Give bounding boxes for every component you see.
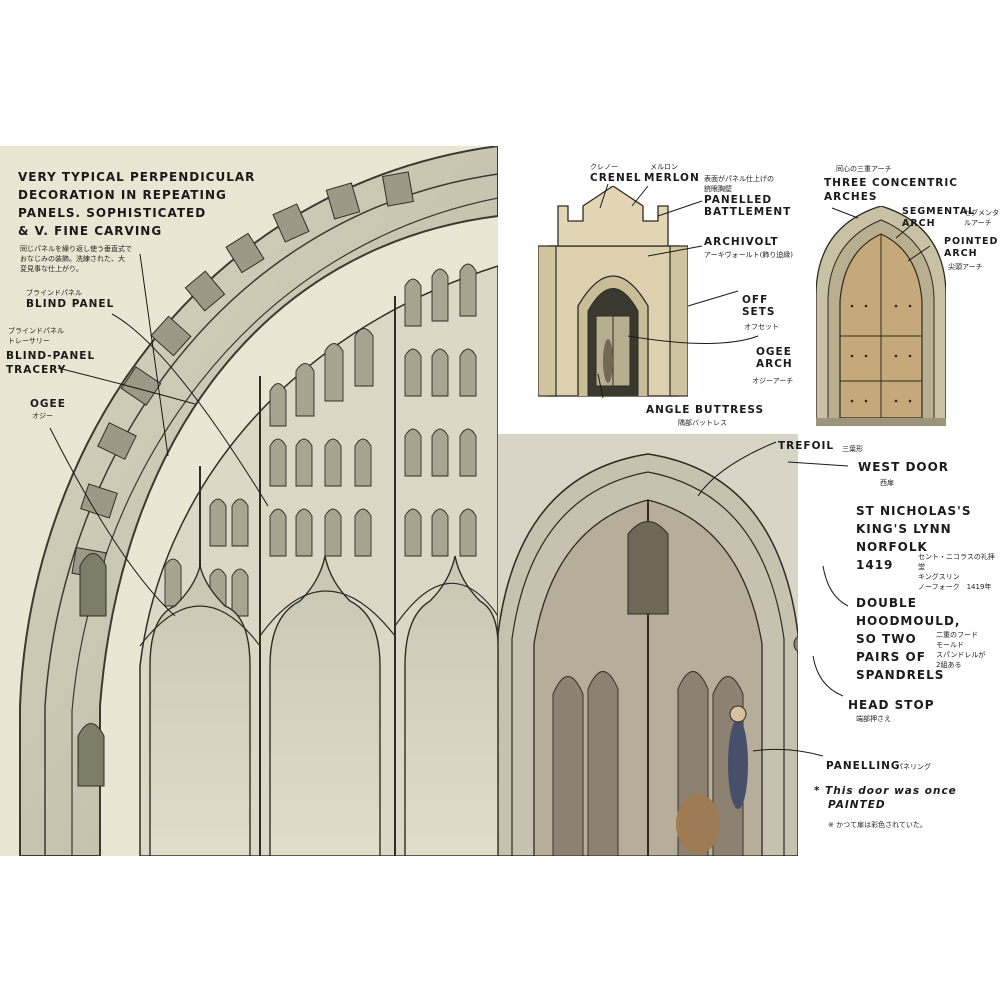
trefoil-jp: 三葉形: [842, 445, 863, 453]
pointed-label-line: ARCH: [944, 248, 978, 259]
hoodmould-line: PAIRS OF: [856, 650, 926, 664]
angle-buttress-label: ANGLE BUTTRESS: [646, 404, 765, 416]
painted-note-jp: ※ かつて扉は彩色されていた。: [828, 821, 927, 829]
tracery-jp-line: トレーサリー: [8, 337, 50, 345]
merlon-label: MERLON: [644, 172, 700, 184]
panelled-label-line: BATTLEMENT: [704, 206, 792, 218]
angle-buttress-jp: 隅部バットレス: [678, 419, 727, 427]
concentric-jp: 同心の三重アーチ: [836, 165, 892, 173]
ogee-label: OGEE: [30, 398, 66, 410]
tracery-arch-drawing: [0, 146, 498, 856]
west-door-drawing: [498, 434, 798, 856]
segmental-jp-line: セグメンタ: [964, 209, 999, 217]
archivolt-jp: アーキヴォールト(飾り迫縁): [704, 251, 794, 259]
tracery-jp-line: ブラインドパネル: [8, 327, 64, 335]
merlon-jp: メルロン: [650, 163, 678, 171]
ogee-jp: オジー: [32, 412, 53, 420]
location-line: NORFOLK: [856, 540, 928, 554]
book-spread: VERY TYPICAL PERPENDICULAR DECORATION IN…: [0, 146, 1000, 856]
panelling-label: PANELLING: [826, 760, 901, 772]
location-line: ST NICHOLAS'S: [856, 504, 972, 518]
location-jp-line: ノーフォーク 1419年: [918, 583, 992, 591]
location-jp-line: セント・ニコラスの礼拝堂: [918, 553, 995, 571]
pointed-label: POINTED ARCH: [944, 236, 998, 260]
hoodmould-line: SO TWO: [856, 632, 917, 646]
location-jp-line: キングスリン: [918, 573, 960, 581]
concentric-label-line: ARCHES: [824, 191, 878, 203]
main-note-line: PANELS. SOPHISTICATED: [18, 206, 207, 220]
pointed-jp: 尖頭アーチ: [948, 263, 983, 271]
location-jp: セント・ニコラスの礼拝堂 キングスリン ノーフォーク 1419年: [918, 552, 1000, 592]
ogee-arch-label-line: ARCH: [756, 358, 793, 370]
head-stop-jp: 端部押さえ: [856, 715, 891, 723]
small-door-drawing: [816, 206, 946, 426]
hoodmould-jp-line: モールド: [936, 641, 964, 649]
hoodmould-jp: 二重のフード モールド スパンドレルが 2組ある: [936, 630, 985, 670]
segmental-label-line: ARCH: [902, 218, 936, 229]
main-note: VERY TYPICAL PERPENDICULAR DECORATION IN…: [18, 168, 258, 240]
blind-panel-label: BLIND PANEL: [26, 298, 115, 310]
left-page-illustration: VERY TYPICAL PERPENDICULAR DECORATION IN…: [0, 146, 498, 856]
panelled-label: PANELLED BATTLEMENT: [704, 194, 791, 218]
panelled-label-line: PANELLED: [704, 194, 773, 206]
panelled-jp: 表面がパネル仕上げの 銃眼胸壁: [704, 174, 774, 194]
concentric-label-line: THREE CONCENTRIC: [824, 177, 958, 189]
location-line: KING'S LYNN: [856, 522, 952, 536]
ogee-arch-label: OGEE ARCH: [756, 346, 793, 370]
painted-note: * This door was once PAINTED: [814, 784, 957, 812]
segmental-label-line: SEGMENTAL: [902, 206, 976, 217]
panelled-jp-line: 表面がパネル仕上げの: [704, 175, 774, 183]
offsets-jp: オフセット: [744, 323, 779, 331]
tracery-label-line: BLIND-PANEL: [6, 350, 96, 362]
trefoil-label: TREFOIL: [778, 440, 835, 452]
ogee-arch-label-line: OGEE: [756, 346, 792, 358]
offsets-label-line: OFF: [742, 294, 769, 306]
hoodmould-jp-line: 2組ある: [936, 661, 962, 669]
crenel-jp: クレノー: [590, 163, 618, 171]
pointed-label-line: POINTED: [944, 236, 999, 247]
tracery-jp: ブラインドパネル トレーサリー: [8, 326, 64, 346]
main-note-line: VERY TYPICAL PERPENDICULAR: [18, 170, 256, 184]
ogee-arch-jp: オジーアーチ: [752, 377, 794, 385]
tracery-label: BLIND-PANEL TRACERY: [6, 349, 95, 377]
west-door-label: WEST DOOR: [858, 460, 950, 474]
main-note-line: & V. FINE CARVING: [18, 224, 163, 238]
right-page: クレノー CRENEL メルロン MERLON 表面がパネル仕上げの 銃眼胸壁 …: [498, 146, 1000, 856]
panelling-jp: パネリング: [896, 763, 931, 771]
head-stop-label: HEAD STOP: [848, 698, 935, 712]
porch-drawing: [538, 186, 688, 397]
main-note-jp: 同じパネルを繰り返し使う垂直式で おなじみの装飾。洗練された、大 変見事な仕上が…: [20, 244, 230, 274]
panelled-jp-line: 銃眼胸壁: [704, 185, 732, 193]
concentric-label: THREE CONCENTRIC ARCHES: [824, 176, 958, 204]
painted-note-line: PAINTED: [828, 799, 886, 811]
hoodmould-jp-line: スパンドレルが: [936, 651, 986, 659]
offsets-label-line: SETS: [742, 306, 776, 318]
blind-panel-jp: ブラインドパネル: [26, 289, 82, 297]
crenel-label: CRENEL: [590, 172, 642, 184]
main-note-line: DECORATION IN REPEATING: [18, 188, 227, 202]
hoodmould-line: DOUBLE: [856, 596, 917, 610]
hoodmould-line: HOODMOULD,: [856, 614, 961, 628]
offsets-label: OFF SETS: [742, 294, 775, 318]
hoodmould-jp-line: 二重のフード: [936, 631, 978, 639]
west-door-jp: 西扉: [880, 479, 894, 487]
archivolt-label: ARCHIVOLT: [704, 236, 779, 248]
segmental-jp: セグメンタ ルアーチ: [964, 208, 999, 228]
hoodmould-label: DOUBLE HOODMOULD, SO TWO PAIRS OF SPANDR…: [856, 594, 960, 684]
main-note-jp-line: 変見事な仕上がり。: [20, 265, 83, 273]
segmental-jp-line: ルアーチ: [964, 219, 992, 227]
location-line: 1419: [856, 558, 894, 572]
main-note-jp-line: おなじみの装飾。洗練された、大: [20, 255, 125, 263]
main-note-jp-line: 同じパネルを繰り返し使う垂直式で: [20, 245, 132, 253]
location-label: ST NICHOLAS'S KING'S LYNN NORFOLK 1419: [856, 502, 971, 574]
tracery-label-line: TRACERY: [6, 364, 67, 376]
segmental-label: SEGMENTAL ARCH: [902, 206, 975, 230]
painted-note-line: * This door was once: [814, 785, 957, 797]
callout-lines: [597, 183, 931, 757]
hoodmould-line: SPANDRELS: [856, 668, 945, 682]
